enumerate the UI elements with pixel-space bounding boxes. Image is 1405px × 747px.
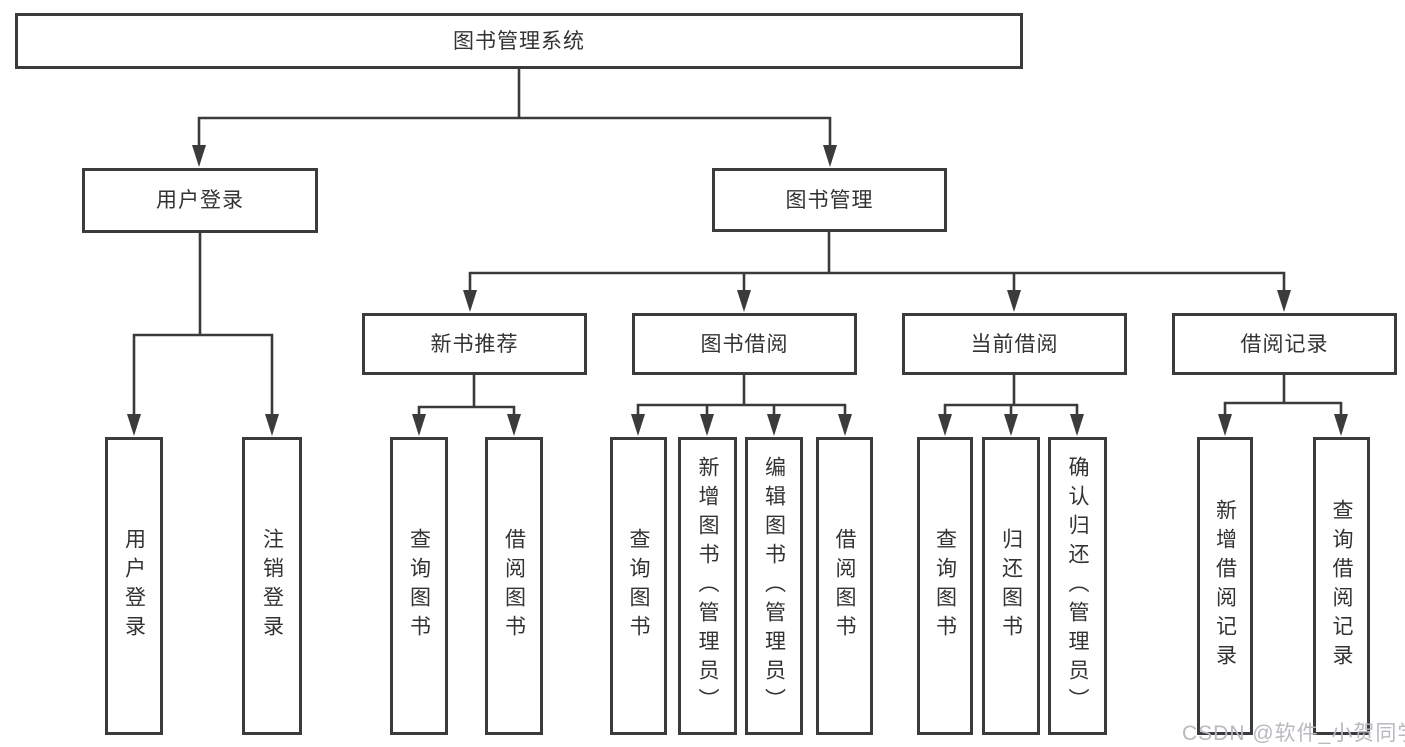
leaf-borrowing-add-books-admin: 新增图书（管理员） [678,437,737,735]
leaf-current-return-books-label: 归还图书 [999,528,1023,644]
leaf-recommend-borrow-books-label: 借阅图书 [502,528,526,644]
node-current-borrowing-label: 当前借阅 [970,332,1059,356]
leaf-user-login-label: 用户登录 [122,528,146,644]
leaf-borrowing-borrow-books-label: 借阅图书 [833,528,856,644]
leaf-current-query-books-label: 查询图书 [933,528,957,644]
leaf-borrowing-add-books-admin-label: 新增图书（管理员） [696,455,719,717]
leaf-borrowing-query-books: 查询图书 [610,437,667,735]
leaf-borrowing-borrow-books: 借阅图书 [816,437,873,735]
leaf-borrowing-edit-books-admin: 编辑图书（管理员） [745,437,803,735]
leaf-recommend-query-books-label: 查询图书 [407,528,431,644]
node-borrowing-records-label: 借阅记录 [1240,332,1329,356]
node-root: 图书管理系统 [15,13,1023,69]
node-book-borrowing: 图书借阅 [632,313,857,375]
leaf-records-query-record: 查询借阅记录 [1313,437,1370,735]
leaf-current-confirm-return-admin-label: 确认归还（管理员） [1066,455,1089,717]
leaf-records-add-record-label: 新增借阅记录 [1213,499,1237,673]
leaf-borrowing-edit-books-admin-label: 编辑图书（管理员） [762,455,786,717]
leaf-logout: 注销登录 [242,437,302,735]
node-user-login-label: 用户登录 [156,189,244,212]
node-current-borrowing: 当前借阅 [902,313,1127,375]
node-book-management: 图书管理 [712,168,947,232]
node-new-book-recommend-label: 新书推荐 [430,332,519,356]
leaf-borrowing-query-books-label: 查询图书 [627,528,650,644]
node-user-login: 用户登录 [82,168,318,233]
node-book-management-label: 图书管理 [785,188,874,212]
leaf-recommend-query-books: 查询图书 [390,437,448,735]
leaf-current-query-books: 查询图书 [917,437,973,735]
node-root-label: 图书管理系统 [453,29,585,53]
leaf-user-login: 用户登录 [105,437,163,735]
node-new-book-recommend: 新书推荐 [362,313,587,375]
leaf-logout-label: 注销登录 [260,528,284,644]
leaf-current-confirm-return-admin: 确认归还（管理员） [1048,437,1107,735]
node-borrowing-records: 借阅记录 [1172,313,1397,375]
leaf-records-add-record: 新增借阅记录 [1197,437,1253,735]
leaf-current-return-books: 归还图书 [982,437,1040,735]
leaf-recommend-borrow-books: 借阅图书 [485,437,543,735]
watermark: CSDN @软件_小贺同学 [1182,722,1405,745]
leaf-records-query-record-label: 查询借阅记录 [1330,499,1353,673]
node-book-borrowing-label: 图书借阅 [700,332,789,356]
